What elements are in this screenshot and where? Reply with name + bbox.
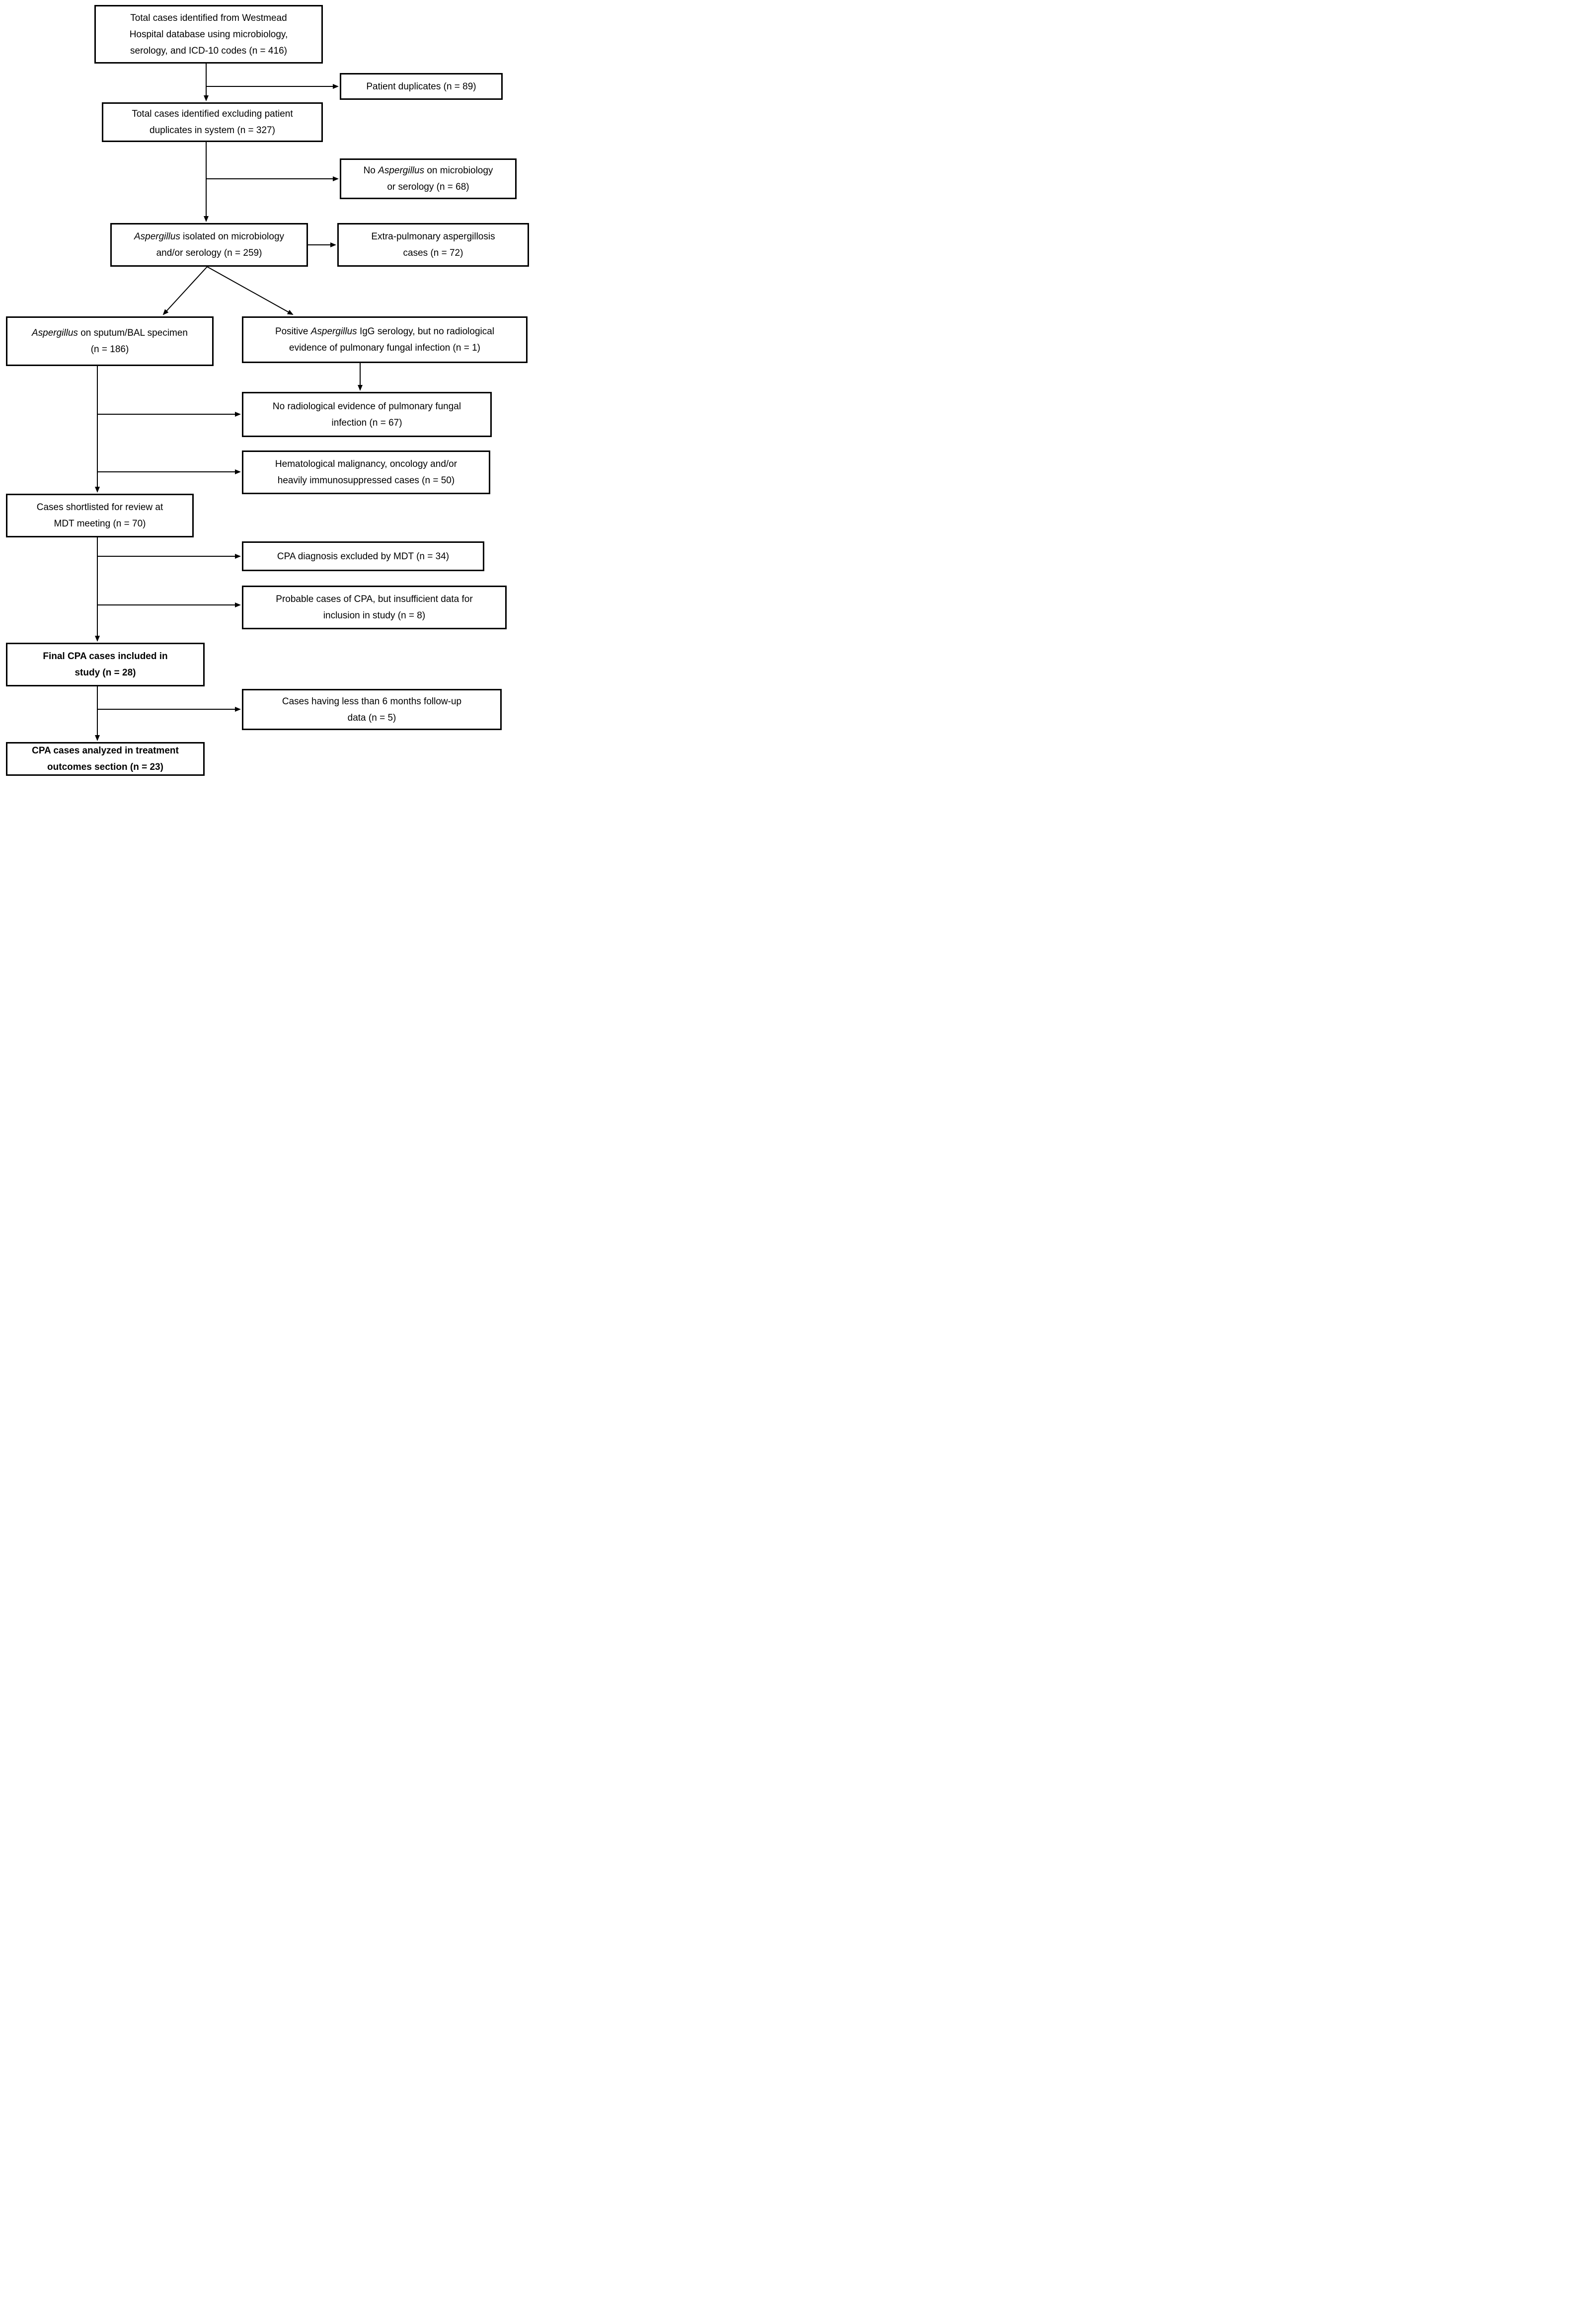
arrow-isolated-to-sputum-bal — [162, 266, 208, 315]
node-cpa-excluded-by-mdt: CPA diagnosis excluded by MDT (n = 34) — [242, 541, 484, 571]
node-positive-igg-no-radiology-text: Positive Aspergillus IgG serology, but n… — [275, 326, 495, 353]
node-less-than-6-months-followup-text: Cases having less than 6 months follow-u… — [282, 696, 462, 723]
node-patient-duplicates-text: Patient duplicates (n = 89) — [366, 81, 476, 92]
flowchart-connectors — [95, 64, 363, 741]
node-cpa-excluded-by-mdt-text: CPA diagnosis excluded by MDT (n = 34) — [277, 551, 450, 562]
node-positive-igg-no-radiology: Positive Aspergillus IgG serology, but n… — [242, 316, 528, 363]
node-probable-cpa-insufficient-data: Probable cases of CPA, but insufficient … — [242, 586, 507, 629]
node-hematological-malignancy: Hematological malignancy, oncology and/o… — [242, 450, 490, 494]
node-aspergillus-sputum-bal-text: Aspergillus on sputum/BAL specimen(n = 1… — [31, 328, 188, 355]
node-hematological-malignancy-text: Hematological malignancy, oncology and/o… — [275, 459, 457, 486]
node-no-radiological-evidence-text: No radiological evidence of pulmonary fu… — [272, 401, 461, 428]
node-patient-duplicates: Patient duplicates (n = 89) — [340, 73, 503, 100]
arrow-isolated-to-positive-igg — [207, 266, 294, 315]
node-aspergillus-sputum-bal: Aspergillus on sputum/BAL specimen(n = 1… — [6, 316, 214, 366]
node-no-radiological-evidence: No radiological evidence of pulmonary fu… — [242, 392, 492, 437]
node-cases-excluding-duplicates-text: Total cases identified excluding patient… — [132, 109, 293, 136]
node-probable-cpa-insufficient-data-text: Probable cases of CPA, but insufficient … — [276, 594, 473, 621]
node-cases-excluding-duplicates: Total cases identified excluding patient… — [102, 102, 323, 142]
node-less-than-6-months-followup: Cases having less than 6 months follow-u… — [242, 689, 502, 730]
